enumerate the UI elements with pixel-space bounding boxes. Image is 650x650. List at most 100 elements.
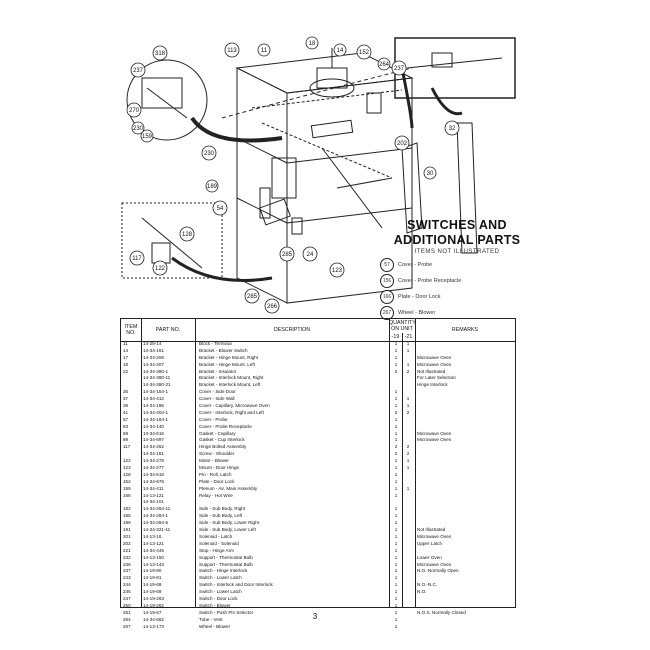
- svg-text:24: 24: [307, 252, 314, 258]
- column-divider: [195, 319, 196, 607]
- quantity-21-cell: 1: [406, 361, 410, 367]
- item-no-cell: 39: [123, 403, 129, 409]
- part-no-cell: 14-34-380-21: [143, 382, 171, 388]
- svg-text:32: 32: [449, 126, 456, 132]
- item-no-cell: 152: [123, 478, 131, 484]
- remarks-cell: Lower Oven: [417, 554, 442, 560]
- item-no-cell: 17: [123, 354, 129, 360]
- svg-text:30: 30: [427, 171, 434, 177]
- page-number: 3: [312, 612, 318, 621]
- description-cell: Side - Sub Body, Right: [199, 506, 246, 512]
- description-cell: Tube - Vent: [199, 616, 223, 622]
- item-no-cell: 122: [123, 458, 131, 464]
- description-cell: Side - Sub Body, Lower Right: [199, 520, 259, 526]
- column-divider: [402, 333, 403, 607]
- description-cell: Wheel - Blower: [199, 623, 231, 629]
- quantity-19-cell: 1: [394, 533, 398, 539]
- description-cell: Bracket - Blower Switch: [199, 347, 248, 353]
- description-cell: Hinge Bolted Assembly: [199, 444, 247, 450]
- description-cell: Side - Sub Body, Lower Left: [199, 527, 256, 533]
- remarks-cell: Microwave Oven: [417, 437, 452, 443]
- remarks-cell: Hinge Interlock: [417, 382, 448, 388]
- part-no-cell: 14-34-616: [143, 430, 164, 436]
- quantity-19-cell: 1: [394, 430, 398, 436]
- quantity-19-cell: 1: [394, 589, 398, 595]
- quantity-19-cell: 1: [394, 513, 398, 519]
- description-cell: Bracket - Interlock Mount, Right: [199, 375, 264, 381]
- diagram-title: SWITCHES AND ADDITIONAL PARTS: [393, 218, 521, 247]
- header-item-no: ITEM NO.: [124, 324, 138, 336]
- item-no-cell: 201: [123, 533, 131, 539]
- quantity-19-cell: 1: [394, 595, 398, 601]
- quantity-19-cell: 1: [394, 458, 398, 464]
- part-no-cell: 14-34-380-11: [143, 375, 171, 381]
- description-cell: Cover - Probe: [199, 416, 228, 422]
- item-no-cell: 189: [123, 520, 131, 526]
- quantity-19-cell: 2: [394, 451, 398, 457]
- svg-text:285: 285: [282, 252, 293, 258]
- part-no-cell: 14-34-682: [143, 616, 164, 622]
- remarks-cell: Microwave Oven: [417, 361, 452, 367]
- part-no-cell: 14-34-284-5: [143, 520, 169, 526]
- description-cell: Relay - Hot Wire: [199, 492, 233, 498]
- legend-label: Cover - Probe: [398, 262, 433, 268]
- items-not-illustrated-label: ITEMS NOT ILLUSTRATED: [414, 249, 500, 255]
- part-no-cell: 14-34-380-1: [143, 368, 169, 374]
- svg-text:152: 152: [359, 50, 370, 56]
- item-no-cell: 117: [123, 444, 131, 450]
- part-no-cell: 14-34-101: [143, 499, 164, 505]
- description-cell: Stop - Hinge Arm: [199, 547, 234, 553]
- quantity-19-cell: 1: [394, 403, 398, 409]
- quantity-21-cell: 1: [406, 485, 410, 491]
- quantity-19-cell: 1: [394, 389, 398, 395]
- item-no-cell: 123: [123, 465, 131, 471]
- quantity-21-cell: 1: [406, 403, 410, 409]
- svg-text:128: 128: [182, 232, 193, 238]
- part-no-cell: 14-19-81: [143, 575, 162, 581]
- quantity-21-cell: 2: [406, 444, 410, 450]
- item-no-cell: 264: [123, 616, 131, 622]
- quantity-19-cell: 2: [394, 409, 398, 415]
- legend-item: 267 Wheel - Blower: [380, 306, 435, 320]
- legend-label: Plate - Door Lock: [398, 294, 441, 300]
- quantity-19-cell: 2: [394, 444, 398, 450]
- svg-text:189: 189: [207, 184, 218, 190]
- quantity-19-cell: 1: [394, 540, 398, 546]
- svg-text:117: 117: [132, 256, 142, 262]
- legend-label: Wheel - Blower: [398, 310, 436, 316]
- quantity-19-cell: 1: [394, 520, 398, 526]
- item-no-cell: 14: [123, 347, 129, 353]
- item-no-cell: 128: [123, 471, 131, 477]
- item-no-cell: 267: [123, 623, 131, 629]
- remarks-cell: Not Illustrated: [417, 527, 446, 533]
- quantity-21-cell: 2: [406, 368, 410, 374]
- svg-text:18: 18: [309, 41, 316, 47]
- table-row: 14-34-380-11 Bracket - Interlock Mount, R…: [121, 375, 515, 382]
- quantity-19-cell: 1: [394, 506, 398, 512]
- item-no-cell: 69: [123, 430, 129, 436]
- quantity-19-cell: 1: [394, 547, 398, 553]
- item-no-cell: 245: [123, 589, 131, 595]
- quantity-19-cell: 1: [394, 623, 398, 629]
- item-no-cell: 250: [123, 602, 131, 608]
- column-divider: [415, 319, 416, 607]
- svg-text:14: 14: [337, 48, 344, 54]
- item-no-cell: 243: [123, 575, 131, 581]
